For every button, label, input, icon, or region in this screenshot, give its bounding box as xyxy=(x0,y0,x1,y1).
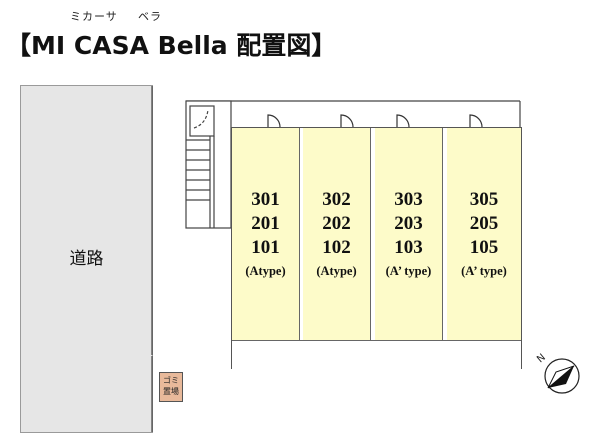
room-number: 101 xyxy=(251,237,280,258)
unit-type: (A’ type) xyxy=(385,264,432,278)
room-number: 303 xyxy=(394,189,423,210)
landing-door-swing xyxy=(193,109,209,129)
north-arrow-icon xyxy=(544,358,580,394)
building: 301 201 101 (Atype) 302 202 102 (Atype) … xyxy=(231,127,522,369)
road-label: 道路 xyxy=(69,249,104,269)
room-number: 102 xyxy=(322,237,351,258)
room-number: 105 xyxy=(469,237,499,258)
room-number: 203 xyxy=(394,213,423,234)
unit-column: 301 201 101 (Atype) xyxy=(232,128,300,340)
door-swing-icon xyxy=(267,114,281,128)
page-title: 【MI CASA Bella 配置図】 xyxy=(6,31,337,60)
door-swing-icon xyxy=(469,114,483,128)
building-bottom-strip xyxy=(232,340,521,369)
door-swing-icon xyxy=(396,114,410,128)
unit-column: 303 203 103 (A’ type) xyxy=(375,128,443,340)
door-icons xyxy=(267,114,483,128)
title-ruby-left: ミカーサ xyxy=(70,10,118,23)
room-number: 301 xyxy=(251,189,280,210)
room-number: 103 xyxy=(394,237,423,258)
road: 道路 xyxy=(20,85,153,433)
unit-column: 305 205 105 (A’ type) xyxy=(447,128,521,340)
garbage-label-line2: 置場 xyxy=(163,387,179,396)
unit-type: (Atype) xyxy=(316,264,357,278)
door-swing-icon xyxy=(340,114,354,128)
unit-type: (A’ type) xyxy=(461,264,507,278)
unit-column: 302 202 102 (Atype) xyxy=(303,128,371,340)
room-number: 202 xyxy=(322,213,351,234)
unit-type: (Atype) xyxy=(245,264,286,278)
title-ruby-right: ベラ xyxy=(138,10,162,23)
room-number: 201 xyxy=(251,213,280,234)
room-number: 305 xyxy=(469,189,499,210)
room-number: 205 xyxy=(469,213,499,234)
garbage-label-line1: ゴミ xyxy=(163,376,179,385)
garbage-area: ゴミ 置場 xyxy=(159,372,183,402)
north-label: N xyxy=(535,352,548,365)
landing-box xyxy=(189,105,215,137)
room-number: 302 xyxy=(322,189,351,210)
